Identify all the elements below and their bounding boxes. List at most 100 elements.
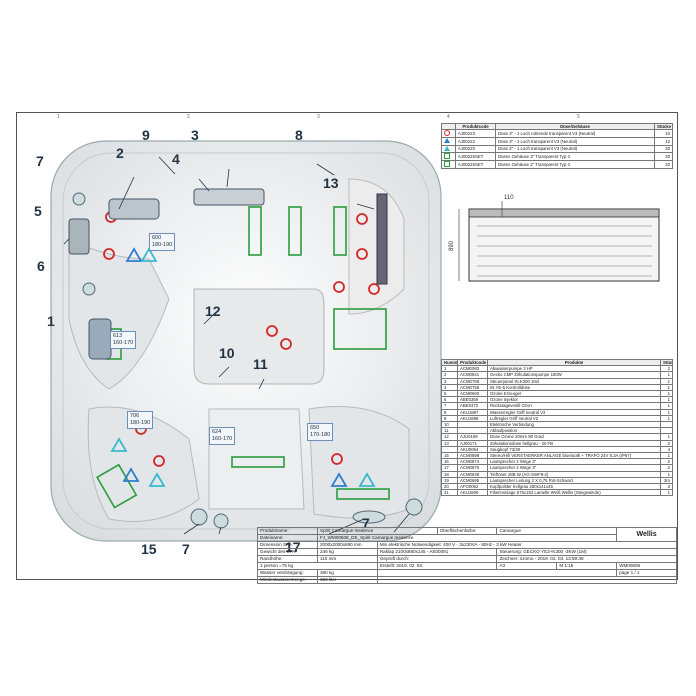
parts-cell-code: AKU1609	[457, 489, 488, 497]
parts-cell-qty: 3m	[660, 476, 673, 485]
parts-cell-qty: 2	[660, 365, 673, 373]
seat-label-613: 613 160-170	[110, 331, 137, 349]
produktname-label: Produktname:	[257, 527, 318, 535]
randhohe-label: Randhöhe:	[257, 555, 318, 563]
seat-label-650: 650 170-180	[307, 423, 334, 441]
parts-cell-qty: 3	[660, 483, 673, 491]
side-dim-top: 110	[504, 195, 514, 201]
parts-cell-qty: 1	[660, 433, 673, 441]
doc-number: WM00608	[616, 562, 677, 570]
callout-6: 6	[37, 258, 45, 274]
callout-11: 11	[253, 356, 268, 372]
parts-cell-qty: 2	[660, 439, 673, 447]
parts-cell-qty: 1	[660, 489, 673, 497]
parts-cell-qty: 1	[660, 452, 673, 460]
parts-cell-name: Filterinsnlage 575x152 Lamelle Weiß Well…	[487, 489, 661, 497]
seat-label-600: 600 180-190	[149, 233, 176, 251]
person-value: 1 person =75 kg	[257, 562, 378, 570]
jet-cell-code: AJ00222	[455, 137, 496, 146]
jet-symbol-icon	[441, 144, 456, 153]
parts-cell-qty: 1	[660, 470, 673, 478]
seat-number: 650	[310, 425, 320, 431]
parts-col-qty: Stücke	[660, 358, 673, 367]
parts-cell-qty: 2	[660, 464, 673, 472]
brand-logo: Wellis	[616, 527, 677, 542]
dimension-label: Dimension SPA:	[257, 541, 318, 549]
oberflache-label: Oberflächenfarbe:	[436, 527, 498, 535]
callout-2: 2	[116, 145, 124, 161]
scale-value: M 1:15	[556, 562, 618, 570]
gewicht-label: Gewicht des SPA:	[257, 548, 318, 556]
jet-cell-qty: 10	[654, 129, 673, 139]
parts-cell-qty: 2	[660, 458, 673, 466]
jet-cell-desc: Düsen Gehäuse 2" Transparent Typ 3	[495, 160, 655, 170]
callout-9: 9	[142, 127, 150, 143]
jet-symbol-icon	[441, 160, 456, 170]
callout-12: 12	[205, 303, 221, 319]
spa-top-view	[50, 140, 442, 542]
parts-col-number: Nummer	[441, 358, 458, 367]
title-block: Produktname: Spirit Camargue medence Obe…	[257, 527, 678, 584]
parts-cell-qty	[660, 421, 673, 429]
callout-7c: 7	[362, 515, 370, 531]
parts-cell-qty: 1	[660, 396, 673, 404]
jet-cell-desc: Düsen Gehäuse 3" Transparent Typ 3	[495, 151, 655, 162]
callout-7a: 7	[36, 153, 44, 169]
callout-8: 8	[295, 127, 303, 143]
oberflache-value: Camargue	[496, 527, 618, 535]
jet-cell-code: AJ00226SET	[455, 160, 496, 170]
seat-range: 180-190	[130, 420, 151, 426]
jet-cell-desc: Düse 3" - 1 Loch transparent V3 (Neutral…	[495, 137, 655, 146]
jet-cell-qty: 20	[654, 151, 673, 162]
parts-table-container: Nummer Produktcode Produkte Stücke 1ACM0…	[441, 358, 673, 497]
jet-cell-code: AJ00220	[455, 144, 496, 153]
ruler-tick: 5	[577, 114, 580, 120]
callout-15: 15	[141, 541, 157, 557]
seat-number: 706	[130, 413, 140, 419]
parts-cell-qty: 1	[660, 389, 673, 398]
callout-1: 1	[47, 313, 55, 329]
mindest-label: Mindestwassermenge:	[257, 576, 318, 584]
side-dim-height: 890	[449, 240, 456, 252]
callout-10: 10	[219, 345, 235, 361]
jet-cell-desc: Düse 2" - 1 Loch transparent V3 (Neutral…	[495, 144, 655, 153]
seat-range: 180-190	[152, 242, 173, 248]
dimension-value: 2000x2000x890 mm	[317, 541, 378, 549]
callout-3: 3	[191, 127, 199, 143]
size-value: A3	[496, 562, 558, 570]
gewicht-value: 246 kg	[317, 548, 378, 556]
callout-4: 4	[172, 151, 180, 167]
ruler-tick: 3	[317, 114, 320, 120]
parts-col-code: Produktcode	[457, 358, 488, 367]
parts-cell-qty: 1	[660, 377, 673, 385]
parts-cell-qty: 1	[660, 402, 673, 410]
seat-label-706: 706 180-190	[127, 411, 154, 429]
parts-cell-qty	[660, 427, 673, 435]
seat-number: 613	[113, 333, 123, 339]
seat-range: 170-180	[310, 432, 331, 438]
seat-label-624: 624 160-170	[209, 427, 236, 445]
page-value: page 1 / 1	[616, 569, 677, 577]
erstellt-value: Erstellt: 2019. 02. 03.	[376, 562, 498, 570]
spa-side-view	[458, 201, 660, 282]
ruler-tick: 2	[187, 114, 190, 120]
seat-range: 160-170	[212, 436, 233, 442]
